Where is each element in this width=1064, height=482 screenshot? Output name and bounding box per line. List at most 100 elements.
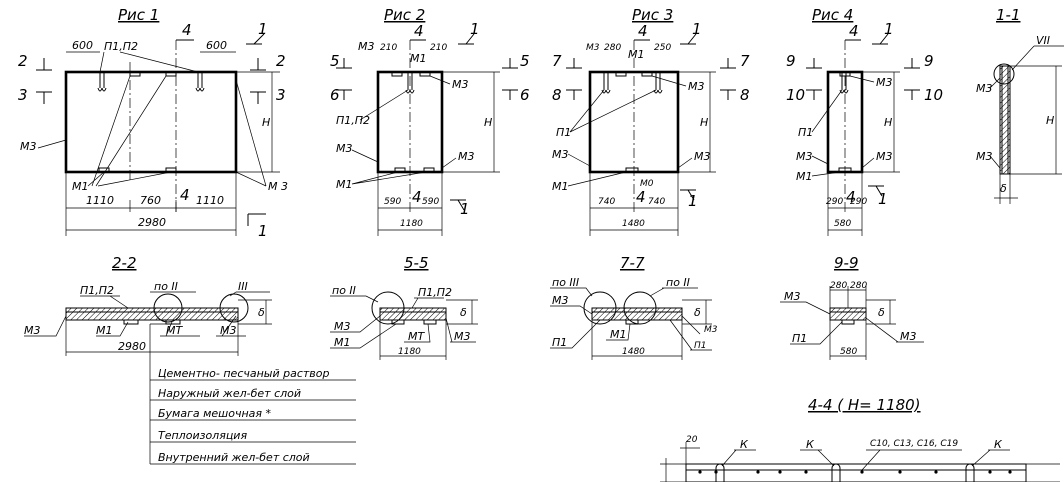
fig1-dim-w1: 600 <box>72 39 93 52</box>
s22-dim-total: 2980 <box>118 340 146 353</box>
s55-label-poII: по II <box>332 284 356 297</box>
fig3-cut-1b: 1 <box>688 192 698 210</box>
s44-label-c: С10, С13, С16, С19 <box>870 439 958 449</box>
fig1-cut-4b: 4 <box>180 186 190 204</box>
fig3-label-m3b: М3 <box>688 80 705 93</box>
fig3-label-m3c: М3 <box>552 148 569 161</box>
fig4-dim-b1: 290 <box>826 197 843 207</box>
s55-label-m1: М1 <box>334 336 351 349</box>
fig3-cut-4a: 4 <box>638 22 648 40</box>
section-9-9: 9-9 280 280 М3 П1 М3 δ 580 <box>780 254 924 360</box>
s77-label-m1: М1 <box>610 328 627 341</box>
section-4-4: 4-4 ( H= 1180) 20 К К С10, С13, С16, С19… <box>660 396 1060 482</box>
fig4-dim-b2: 290 <box>850 197 867 207</box>
fig4-cut-10a: 10 <box>786 86 805 104</box>
s11-label-vii: VII <box>1036 34 1050 47</box>
fig3-cut-8a: 8 <box>552 86 562 104</box>
fig3-cut-7a: 7 <box>552 52 562 70</box>
fig1-panel <box>64 70 238 174</box>
fig2-dim-b1: 590 <box>384 197 401 207</box>
fig2-cut-1b: 1 <box>460 200 470 218</box>
s22-label-d: δ <box>258 306 265 319</box>
fig4-label-m3c: М3 <box>876 150 893 163</box>
fig2-dim-210b: 210 <box>430 43 447 53</box>
fig4-label-m3b: М3 <box>796 150 813 163</box>
s77-label-d: δ <box>694 306 701 319</box>
fig3-label-m1: М1 <box>552 180 569 193</box>
s99-label-d: δ <box>878 306 885 319</box>
fig3-dim-b2: 740 <box>648 197 665 207</box>
fig1-cut-2b: 2 <box>276 52 286 70</box>
fig4-cut-10b: 10 <box>924 86 943 104</box>
s55-title: 5-5 <box>404 254 429 272</box>
s22-label-poII: по II <box>154 280 178 293</box>
fig1-label-m3b: М 3 <box>268 180 288 193</box>
fig1-dim-b1: 1110 <box>86 194 114 207</box>
s55-label-m3b: М3 <box>454 330 471 343</box>
fig2-label-m1: М1 <box>336 178 353 191</box>
fig4-cut-9a: 9 <box>786 52 796 70</box>
s77-label-m3b: М3 <box>704 325 718 335</box>
fig3-label-m10: М0 <box>640 179 654 189</box>
legend-item-3: Бумага мешочная * <box>158 407 272 420</box>
s55-label-mt: МТ <box>408 330 425 343</box>
s44-dim-20: 20 <box>686 435 698 445</box>
s44-label-k1: К <box>740 438 749 451</box>
fig2-title: Рис 2 <box>384 6 425 24</box>
fig1-title: Рис 1 <box>118 6 159 24</box>
s99-label-m3b: М3 <box>900 330 917 343</box>
fig3-label-m3d: М3 <box>694 150 711 163</box>
fig4-cut-4b: 4 <box>846 188 856 206</box>
s22-label-p1p2: П1,П2 <box>80 284 114 297</box>
fig2-label-m1a: М1 <box>410 52 427 65</box>
s55-label-d: δ <box>460 306 467 319</box>
fig2-dim-total: 1180 <box>400 219 423 229</box>
s44-label-k3: К <box>994 438 1003 451</box>
figure-4: Рис 4 М3 П1 М3 М1 М3 9 10 9 10 4 1 H 2 <box>786 6 943 236</box>
fig2-cut-5a: 5 <box>330 52 340 70</box>
s55-dim-total: 1180 <box>398 347 421 357</box>
fig4-label-m1: М1 <box>796 170 813 183</box>
fig3-label-m1a: М1 <box>628 48 645 61</box>
fig2-cut-5b: 5 <box>520 52 530 70</box>
fig2-label-m3c: М3 <box>336 142 353 155</box>
fig1-label-m3: М3 <box>20 140 37 153</box>
s11-label-h: H <box>1046 114 1054 127</box>
s11-label-m3a: М3 <box>976 82 993 95</box>
fig1-loops <box>97 71 205 173</box>
fig3-dim-b1: 740 <box>598 197 615 207</box>
fig3-title: Рис 3 <box>632 6 673 24</box>
figure-3: Рис 3 М3 280 М1 250 М3 П1 М3 М1 М0 М3 7 … <box>552 6 750 236</box>
s44-rebar-dots <box>698 470 1012 474</box>
legend-item-5: Внутренний жел-бет слой <box>158 451 310 464</box>
fig3-label-p1: П1 <box>556 126 571 139</box>
section-1-1: 1-1 VII М3 М3 H δ <box>976 6 1064 204</box>
fig1-dim-w2: 600 <box>206 39 227 52</box>
section-5-5: 5-5 по II П1,П2 М3 М1 МТ М3 δ 1180 <box>330 254 478 360</box>
s11-title: 1-1 <box>996 6 1021 24</box>
fig2-dim-210a: 210 <box>380 43 397 53</box>
fig4-dim-total: 580 <box>834 219 851 229</box>
s99-label-m3a: М3 <box>784 290 801 303</box>
s22-title: 2-2 <box>112 254 137 272</box>
fig2-cut-6b: 6 <box>520 86 530 104</box>
legend-item-1: Цементно- песчаный раствор <box>158 367 330 380</box>
legend-item-4: Теплоизоляция <box>158 429 247 442</box>
s77-label-p1: П1 <box>552 336 567 349</box>
s22-label-m1: М1 <box>96 324 113 337</box>
s77-label-m3a: М3 <box>552 294 569 307</box>
fig4-cut-9b: 9 <box>924 52 934 70</box>
fig3-cut-1a: 1 <box>692 20 702 38</box>
s44-label-k2: К <box>806 438 815 451</box>
fig2-cut-4a: 4 <box>414 22 424 40</box>
s77-label-p1b: П1 <box>694 341 707 351</box>
fig1-label-m1: М1 <box>72 180 89 193</box>
fig4-cut-1a: 1 <box>884 20 894 38</box>
s11-label-d: δ <box>1000 182 1007 195</box>
figure-1: Рис 1 600 600 П1,П2 2 3 2 3 4 1 <box>18 6 288 240</box>
fig4-label-p1: П1 <box>798 126 813 139</box>
fig3-dim-total: 1480 <box>622 219 645 229</box>
fig4-label-m3a: М3 <box>876 76 893 89</box>
s77-title: 7-7 <box>620 254 645 272</box>
fig1-dim-b3: 1110 <box>196 194 224 207</box>
